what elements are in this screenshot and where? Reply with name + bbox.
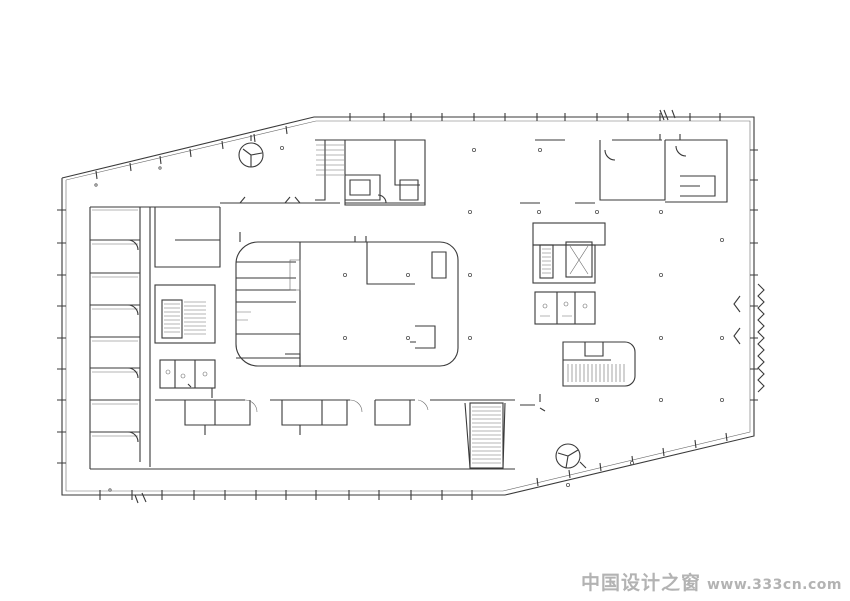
east-zigzag-edge: [733, 283, 765, 393]
west-core: [154, 284, 216, 398]
east-core: [532, 222, 606, 325]
watermark-name: 中国设计之窗: [580, 572, 701, 594]
watermark: 中国设计之窗 www.333cn.com: [581, 568, 842, 595]
central-atrium: [235, 232, 459, 367]
north-east-rooms: [520, 134, 728, 204]
south-room-row: [155, 394, 546, 435]
structural-columns: [94, 145, 725, 492]
south-west-entrance: [134, 492, 147, 504]
north-wing: [90, 139, 426, 208]
site-boundary: [61, 116, 755, 496]
tree-symbol-north: [238, 135, 264, 168]
tree-symbol-south: [555, 443, 587, 469]
south-staircase: [464, 402, 506, 469]
west-office-wing: [89, 206, 515, 470]
east-stair-block: [562, 341, 636, 387]
perimeter-ticks: [57, 109, 758, 500]
watermark-url: www.333cn.com: [706, 577, 842, 593]
